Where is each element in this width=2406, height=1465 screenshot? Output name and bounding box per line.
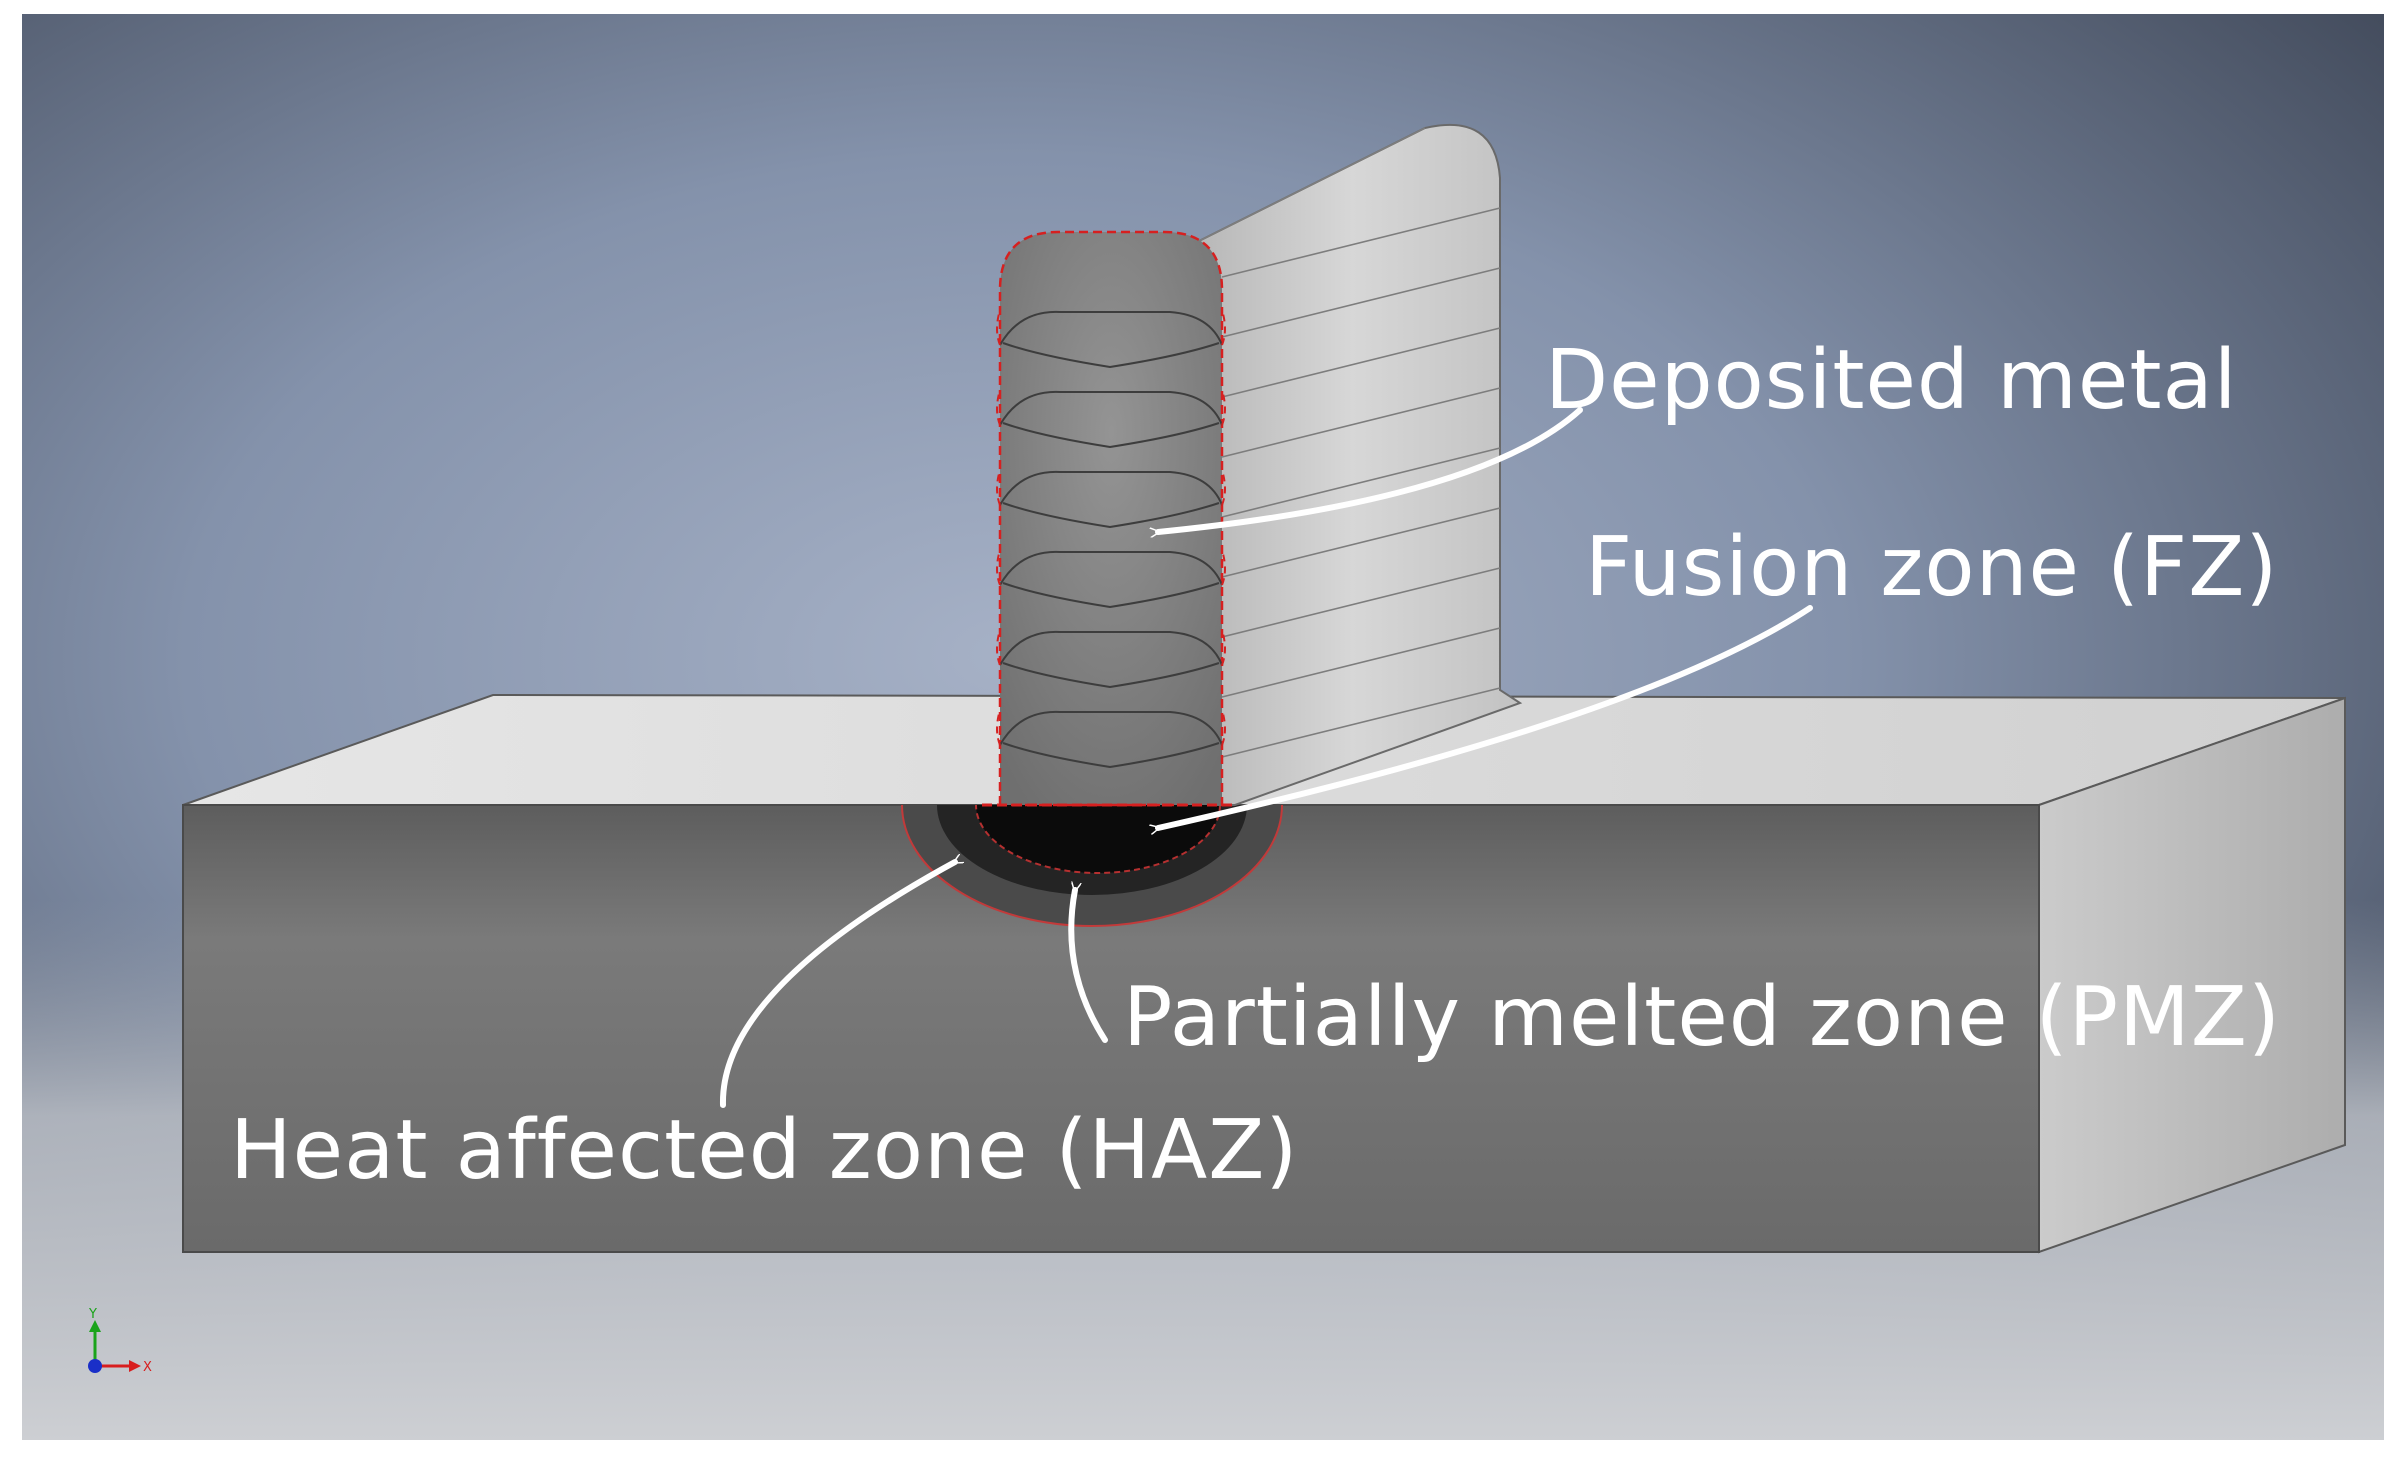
arrow-pmz <box>1068 890 1108 1043</box>
axis-y-label: Y <box>88 1307 97 1322</box>
arrow-fusion-zone <box>1158 605 1813 828</box>
wall-layer-lines <box>1184 127 1501 758</box>
bead-stack <box>982 230 1235 807</box>
axis-y-arrow <box>89 1320 101 1332</box>
wall-side-face <box>1183 123 1523 806</box>
axis-triad: Y X <box>88 1307 152 1375</box>
axis-x-arrow <box>129 1360 141 1372</box>
weld-zones <box>901 805 1283 927</box>
fusion-zone-region <box>975 805 1221 874</box>
arrow-haz <box>719 862 955 1108</box>
label-partially-melted-zone: Partially melted zone (PMZ) <box>1123 970 2281 1065</box>
callout-arrows <box>719 407 1813 1108</box>
label-fusion-zone: Fusion zone (FZ) <box>1585 520 2278 615</box>
bead-layer-arcs <box>999 310 1223 769</box>
bead-boundary-dashes <box>996 309 1226 746</box>
deposited-wall <box>982 123 1523 807</box>
bead-outline <box>998 230 1224 807</box>
label-deposited-metal: Deposited metal <box>1545 333 2238 428</box>
label-heat-affected-zone: Heat affected zone (HAZ) <box>230 1103 1298 1198</box>
axis-x-label: X <box>143 1360 152 1375</box>
arrow-deposited-metal <box>1158 407 1583 532</box>
axis-origin <box>88 1359 102 1373</box>
